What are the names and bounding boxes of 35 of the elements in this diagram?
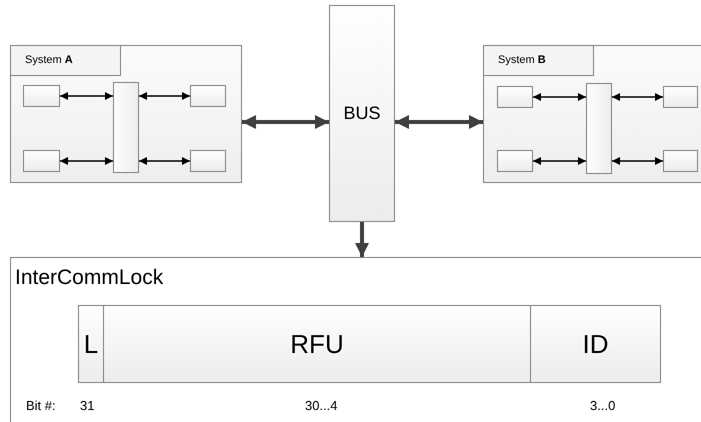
arrow	[612, 93, 663, 101]
arrow	[242, 115, 329, 129]
bit-range-label: 31	[80, 398, 94, 413]
arrow	[139, 92, 190, 100]
arrow	[533, 93, 586, 101]
component-box	[497, 150, 533, 172]
component-box	[190, 150, 226, 172]
bit-range-label: 3...0	[590, 398, 616, 413]
bit-field: ID	[530, 305, 661, 383]
arrow	[139, 157, 190, 165]
arrow	[612, 157, 663, 165]
arrow	[60, 157, 113, 165]
bit-field: L	[78, 305, 104, 383]
component-box	[497, 86, 533, 108]
component-box	[190, 85, 226, 107]
bus-bar	[113, 82, 139, 173]
component-box	[23, 85, 60, 107]
register-title: InterCommLock	[15, 266, 164, 290]
arrow	[60, 92, 113, 100]
arrow	[533, 157, 586, 165]
system-tab: System B	[484, 46, 594, 76]
bus-bar	[586, 83, 612, 174]
bit-field: RFU	[103, 305, 531, 383]
arrow	[355, 222, 369, 257]
system-tab: System A	[11, 46, 121, 76]
component-box	[23, 150, 60, 172]
system-panel	[10, 45, 242, 183]
system-panel	[483, 45, 701, 183]
register-panel	[10, 257, 701, 422]
component-box	[663, 86, 698, 108]
bit-range-label: 30...4	[305, 398, 338, 413]
component-box	[663, 150, 698, 172]
arrow	[395, 115, 483, 129]
bus-box: BUS	[329, 5, 395, 222]
bit-number-label: Bit #:	[26, 398, 56, 413]
